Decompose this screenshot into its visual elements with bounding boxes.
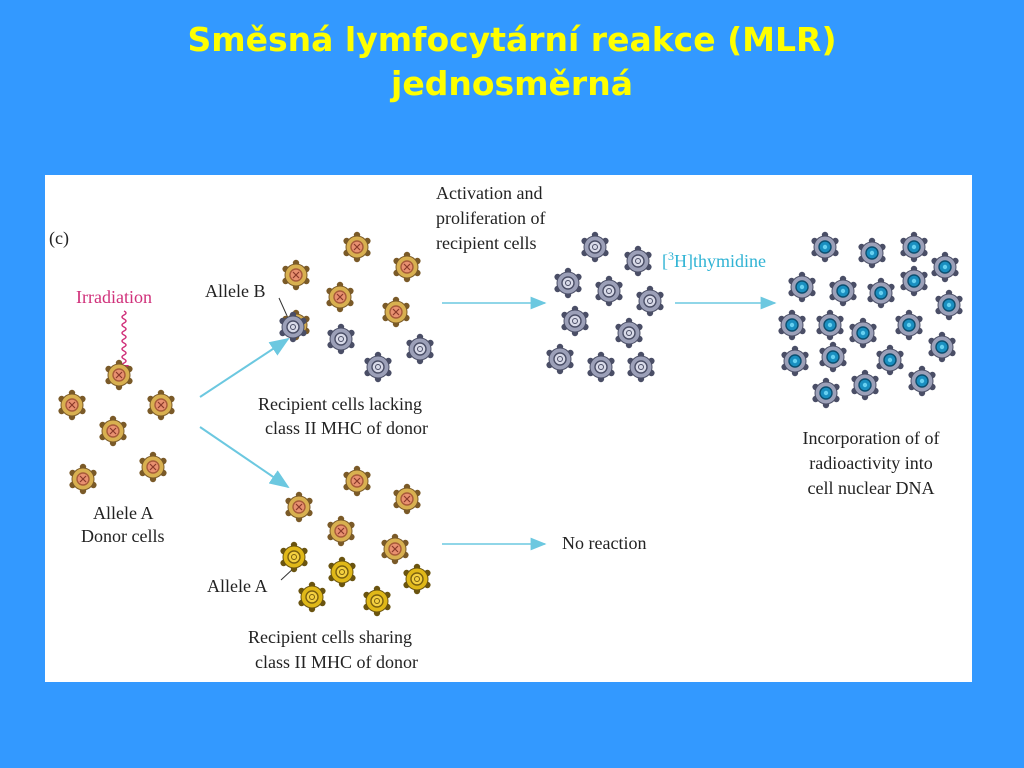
slide-title-line2: jednosměrná <box>391 64 633 103</box>
allele-b-cell-icon <box>627 351 655 383</box>
slide-title: Směsná lymfocytární reakce (MLR) jednosm… <box>0 18 1024 106</box>
labeled-cell-icon <box>781 345 809 377</box>
arrows <box>119 296 777 581</box>
donor-cell-icon <box>326 281 354 313</box>
labeled-cell-icon <box>876 344 904 376</box>
incorporation-label-line3: cell nuclear DNA <box>807 478 935 498</box>
sharing-label-line1: Recipient cells sharing <box>248 627 412 647</box>
allele-b-cell-icon <box>615 317 643 349</box>
allele-b-cell-icon <box>406 333 434 365</box>
labeled-cell-icon <box>778 309 806 341</box>
irradiation-arrow-icon <box>121 310 127 368</box>
donor-cell-icon <box>382 296 410 328</box>
labeled-cell-icon <box>895 309 923 341</box>
labeled-cell-icon <box>819 341 847 373</box>
activation-label-line1: Activation and <box>436 183 543 203</box>
cells <box>58 231 963 617</box>
donor-cell-icon <box>99 415 127 447</box>
thymidine-text: H]thymidine <box>674 251 766 271</box>
sharing-label-line2: class II MHC of donor <box>255 652 418 672</box>
lacking-label-line1: Recipient cells lacking <box>258 394 422 414</box>
figure-canvas <box>58 231 963 617</box>
allele-b-cell-icon <box>581 231 609 263</box>
arrow-icon <box>199 337 290 398</box>
allele-a-label: Allele A <box>207 576 268 596</box>
allele-b-cell-icon <box>561 305 589 337</box>
activation-label-line2: proliferation of <box>436 208 546 228</box>
lacking-label-line2: class II MHC of donor <box>265 418 428 438</box>
donor-cell-icon <box>393 483 421 515</box>
labeled-cell-icon <box>931 251 959 283</box>
allele-b-label: Allele B <box>205 281 266 301</box>
panel-label: (c) <box>49 228 69 248</box>
labeled-cell-icon <box>811 231 839 263</box>
mlr-figure: (c) Irradiation Allele A Donor cells All… <box>45 175 972 682</box>
donor-cell-icon <box>58 389 86 421</box>
labeled-cell-icon <box>849 317 877 349</box>
donor-cell-icon <box>285 491 313 523</box>
donor-cell-icon <box>139 451 167 483</box>
labeled-cell-icon <box>935 289 963 321</box>
allele-a-cell-icon <box>403 563 431 595</box>
labeled-cell-icon <box>788 271 816 303</box>
allele-b-pointer <box>278 297 289 319</box>
labeled-cell-icon <box>908 365 936 397</box>
donor-label-line1: Allele A <box>93 503 154 523</box>
allele-a-cell-icon <box>363 585 391 617</box>
allele-b-cell-icon <box>587 351 615 383</box>
donor-cell-icon <box>147 389 175 421</box>
donor-cell-icon <box>381 533 409 565</box>
labeled-cell-icon <box>812 377 840 409</box>
labeled-cell-icon <box>900 265 928 297</box>
allele-b-cell-icon <box>364 351 392 383</box>
labeled-cell-icon <box>816 309 844 341</box>
thymidine-label: [3H]thymidine <box>662 245 766 272</box>
donor-cell-icon <box>69 463 97 495</box>
labeled-cell-icon <box>851 369 879 401</box>
no-reaction-label: No reaction <box>562 533 647 553</box>
irradiation-label: Irradiation <box>76 287 152 307</box>
allele-b-cell-icon <box>327 323 355 355</box>
labeled-cell-icon <box>867 277 895 309</box>
donor-cell-icon <box>282 259 310 291</box>
labeled-cell-icon <box>858 237 886 269</box>
donor-cell-icon <box>393 251 421 283</box>
allele-a-cell-icon <box>328 556 356 588</box>
donor-cell-icon <box>105 359 133 391</box>
donor-cell-icon <box>343 231 371 263</box>
incorporation-label-line1: Incorporation of of <box>802 428 940 448</box>
thymidine-bracket: [ <box>662 251 668 271</box>
allele-b-cell-icon <box>279 311 307 343</box>
allele-b-cell-icon <box>595 275 623 307</box>
labeled-cell-icon <box>829 275 857 307</box>
allele-a-cell-icon <box>280 541 308 573</box>
allele-b-cell-icon <box>624 245 652 277</box>
allele-b-cell-icon <box>636 285 664 317</box>
activation-label-line3: recipient cells <box>436 233 537 253</box>
labeled-cell-icon <box>928 331 956 363</box>
arrow-icon <box>199 426 290 489</box>
incorporation-label-line2: radioactivity into <box>809 453 933 473</box>
slide-title-line1: Směsná lymfocytární reakce (MLR) <box>187 20 837 59</box>
donor-cell-icon <box>343 465 371 497</box>
labeled-cell-icon <box>900 231 928 263</box>
donor-cell-icon <box>327 515 355 547</box>
donor-label-line2: Donor cells <box>81 526 165 546</box>
allele-b-cell-icon <box>546 343 574 375</box>
allele-a-cell-icon <box>298 581 326 613</box>
allele-b-cell-icon <box>554 267 582 299</box>
thymidine-superscript: 3 <box>668 249 674 263</box>
